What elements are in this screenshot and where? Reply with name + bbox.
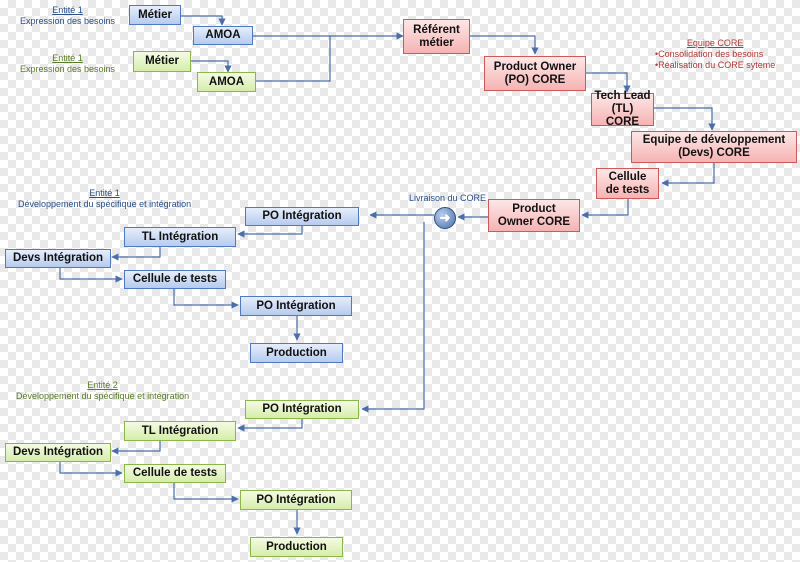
- entite2-dev-title: Entité 2: [87, 380, 118, 390]
- referent-metier-line1: Référent: [413, 23, 460, 36]
- entite1-dev-label: Entité 1 Développement du spécifique et …: [18, 188, 191, 210]
- entite1-expression-title: Entité 1: [52, 5, 83, 15]
- e1-cellule-tests-box: Cellule de tests: [124, 270, 226, 289]
- e2-production-box: Production: [250, 537, 343, 557]
- entite2-dev-sub: Développement du spécifique et intégrati…: [16, 391, 190, 401]
- link-e2-po-tl: [237, 419, 303, 432]
- equipe-core-bullet-1: Consolidation des besoins: [655, 49, 775, 60]
- e1-po-integration-box: PO Intégration: [245, 207, 359, 226]
- e2-tl-integration-box: TL Intégration: [124, 421, 236, 441]
- e1-tl-integration-box: TL Intégration: [124, 227, 236, 247]
- product-owner-delivery-line1: Product: [512, 202, 556, 215]
- equipe-dev-core-line2: (Devs) CORE: [678, 147, 750, 159]
- entite1-expression-label-green: Entité 1 Expression des besoins: [20, 53, 115, 75]
- tech-lead-core-line2: (TL) CORE: [605, 103, 640, 128]
- link-livraison-e2: [361, 222, 425, 413]
- cellule-tests-core-box: Cellule de tests: [596, 168, 659, 199]
- entite1-dev-title: Entité 1: [89, 188, 120, 198]
- equipe-core-label: Equipe CORE Consolidation des besoins Ré…: [655, 38, 775, 71]
- link-tl-devs: [654, 107, 716, 131]
- amoa-box-green: AMOA: [197, 72, 256, 92]
- link-e1-cellule-po2: [173, 289, 239, 309]
- metier-box-green: Métier: [133, 51, 191, 72]
- equipe-dev-core-box: Equipe de développement (Devs) CORE: [631, 131, 797, 163]
- e1-po-integration-2-box: PO Intégration: [240, 296, 352, 316]
- tech-lead-core-box: Tech Lead (TL) CORE: [591, 90, 654, 128]
- equipe-dev-core-line1: Equipe de développement: [642, 134, 786, 146]
- e2-devs-integration-box: Devs Intégration: [5, 443, 111, 462]
- link-e2-cellule-po2: [173, 483, 239, 503]
- e2-po-integration-2-box: PO Intégration: [240, 490, 352, 510]
- link-devs-cellule: [661, 163, 715, 187]
- e2-po-integration-box: PO Intégration: [245, 400, 359, 419]
- tech-lead-core-line1: Tech Lead: [594, 90, 651, 102]
- product-owner-core-box: Product Owner (PO) CORE: [484, 56, 586, 91]
- product-owner-delivery-line2: Owner CORE: [497, 215, 571, 228]
- referent-metier-box: Référent métier: [403, 19, 470, 54]
- entite1-expression-sub: Expression des besoins: [20, 16, 116, 26]
- product-owner-core-line2: (PO) CORE: [504, 73, 566, 86]
- link-e1-devs-cellule: [59, 268, 123, 283]
- link-e1-po-tl: [237, 226, 303, 238]
- link-cellule-po: [581, 199, 629, 219]
- link-e2-tl-devs: [111, 441, 161, 455]
- equipe-core-bullet-2: Réalisation du CORE syteme: [655, 60, 775, 71]
- link-referent-po: [470, 35, 539, 55]
- equipe-core-title: Equipe CORE: [686, 38, 744, 48]
- entite1-dev-sub: Développement du spécifique et intégrati…: [18, 199, 192, 209]
- link-amoa-green-join: [256, 36, 331, 82]
- link-po-tl: [586, 72, 631, 93]
- referent-metier-line2: métier: [419, 36, 454, 49]
- entite2-dev-label: Entité 2 Développement du spécifique et …: [16, 380, 189, 402]
- entite1-expression-label: Entité 1 Expression des besoins: [20, 5, 115, 27]
- arrow-right-icon: ➜: [434, 207, 456, 229]
- link-e1-tl-devs: [111, 246, 161, 261]
- cellule-tests-core-line1: Cellule: [608, 170, 647, 183]
- product-owner-core-line1: Product Owner: [493, 60, 577, 73]
- cellule-tests-core-line2: de tests: [605, 183, 650, 196]
- entite1-expression-green-title: Entité 1: [52, 53, 83, 63]
- product-owner-core-delivery-box: Product Owner CORE: [488, 199, 580, 232]
- link-e2-devs-cellule: [59, 462, 123, 477]
- livraison-core-label: Livraison du CORE: [409, 193, 487, 203]
- e2-cellule-tests-box: Cellule de tests: [124, 464, 226, 483]
- e1-production-box: Production: [250, 343, 343, 363]
- entite1-expression-green-sub: Expression des besoins: [20, 64, 116, 74]
- amoa-box-blue: AMOA: [193, 26, 253, 45]
- metier-box-blue: Métier: [129, 5, 181, 25]
- e1-devs-integration-box: Devs Intégration: [5, 249, 111, 268]
